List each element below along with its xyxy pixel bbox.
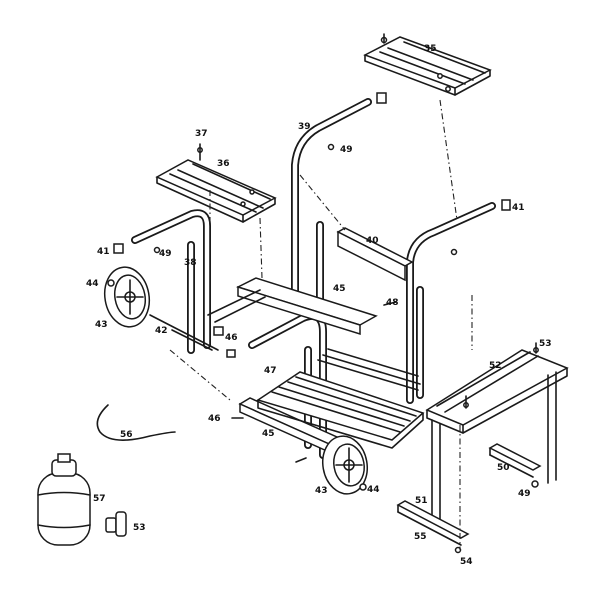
callout-55: 55	[414, 532, 427, 542]
top-shelf-right	[363, 33, 492, 96]
side-shelf	[396, 342, 569, 546]
callout-40: 40	[366, 236, 379, 246]
callout-39: 39	[298, 122, 311, 132]
callout-47: 47	[264, 366, 277, 376]
callout-45-upper: 45	[333, 284, 346, 294]
callout-46-lower: 46	[208, 414, 221, 424]
callout-42: 42	[155, 326, 168, 336]
propane-tank	[37, 453, 91, 546]
callout-41-left: 41	[97, 247, 110, 257]
callout-36: 36	[217, 159, 230, 169]
callout-50: 50	[497, 463, 510, 473]
callout-43-left: 43	[95, 320, 108, 330]
top-shelf-left	[155, 143, 277, 223]
callout-45-lower: 45	[262, 429, 275, 439]
frame-tubes	[131, 98, 496, 459]
callout-35: 35	[424, 44, 437, 54]
gas-hose	[96, 404, 176, 441]
callout-53-shelf: 53	[539, 339, 552, 349]
wheel-left	[103, 266, 151, 328]
callout-44-left: 44	[86, 279, 99, 289]
callout-46-upper: 46	[225, 333, 238, 343]
callout-44-right: 44	[367, 485, 380, 495]
wheel-right	[322, 435, 368, 495]
hardware	[107, 92, 539, 554]
callout-53-fitting: 53	[133, 523, 146, 533]
callout-51: 51	[415, 496, 428, 506]
callout-labels: 35 36 37 38 39 40 41 41 42 43 43 44 44 4…	[86, 44, 552, 567]
axle	[149, 314, 219, 351]
bottom-slat-rack	[256, 348, 425, 449]
callout-49-top: 49	[340, 145, 353, 155]
callout-38: 38	[184, 258, 197, 268]
callout-49-left: 49	[159, 249, 172, 259]
assembly-lines	[169, 99, 473, 550]
callout-43-right: 43	[315, 486, 328, 496]
callout-57: 57	[93, 494, 106, 504]
braces	[171, 227, 414, 462]
callout-56: 56	[120, 430, 133, 440]
regulator-fitting	[105, 511, 127, 537]
callout-41-right: 41	[512, 203, 525, 213]
callout-54: 54	[460, 557, 473, 567]
callout-49-right: 49	[518, 489, 531, 499]
callout-48: 48	[386, 298, 399, 308]
callout-52: 52	[489, 361, 502, 371]
callout-37: 37	[195, 129, 208, 139]
